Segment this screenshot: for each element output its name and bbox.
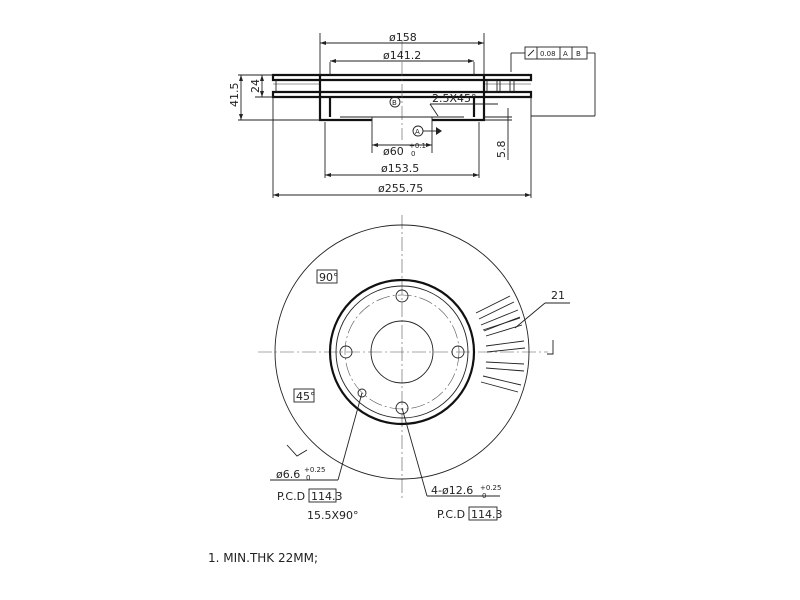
dim-158: ø158: [389, 31, 417, 44]
bolt-holes-tol-upper: +0.25: [480, 484, 501, 492]
bolt-hole-bottom: [395, 401, 409, 415]
front-view: 90° 45° 21 ø6.6 +0.25 0 P.C.D 114.3 15.5…: [258, 215, 570, 522]
angle-90: 90°: [319, 271, 339, 284]
dim-153-5: ø153.5: [381, 162, 419, 175]
vane-count: 21: [551, 289, 565, 302]
pcd-label-2: P.C.D: [437, 508, 465, 521]
dim-41-5: 41.5: [228, 83, 241, 108]
bolt-holes-tol-lower: 0: [482, 492, 486, 500]
fcf-datum-b: B: [576, 50, 581, 58]
dim-24: 24: [249, 79, 262, 93]
dim-60-tol-upper: +0.1: [409, 142, 426, 150]
bolt-holes-spec: 4-ø12.6: [431, 484, 473, 497]
countersink: 15.5X90°: [307, 509, 359, 522]
dim-60-tol-lower: 0: [411, 150, 415, 158]
vane-cutaway: [475, 295, 526, 393]
small-hole-tol-lower: 0: [306, 474, 310, 482]
pcd-value-2: 114.3: [471, 508, 503, 521]
dim-141-2: ø141.2: [383, 49, 421, 62]
dim-chamfer: 2.5X45°: [432, 92, 477, 105]
small-hole: [357, 388, 367, 398]
bolt-hole-top: [395, 289, 409, 303]
pcd-value-1: 114.3: [311, 490, 343, 503]
datum-a-label: A: [415, 128, 420, 136]
side-section-view: ø158 ø141.2 41.5 24 B 2.5X45° A ø60 +0.1…: [228, 31, 596, 198]
datum-b-label: B: [392, 99, 397, 107]
fcf-tolerance: 0.08: [540, 50, 556, 58]
note-min-thickness: 1. MIN.THK 22MM;: [208, 551, 318, 565]
dim-255-75: ø255.75: [378, 182, 423, 195]
dim-60: ø60: [383, 145, 404, 158]
bolt-hole-left: [339, 345, 353, 359]
bolt-hole-right: [451, 345, 465, 359]
pcd-label-1: P.C.D: [277, 490, 305, 503]
small-hole-tol-upper: +0.25: [304, 466, 325, 474]
dim-5-8: 5.8: [495, 141, 508, 159]
fcf-datum-a: A: [563, 50, 568, 58]
small-hole-dia: ø6.6: [276, 468, 300, 481]
angle-45: 45°: [296, 390, 316, 403]
